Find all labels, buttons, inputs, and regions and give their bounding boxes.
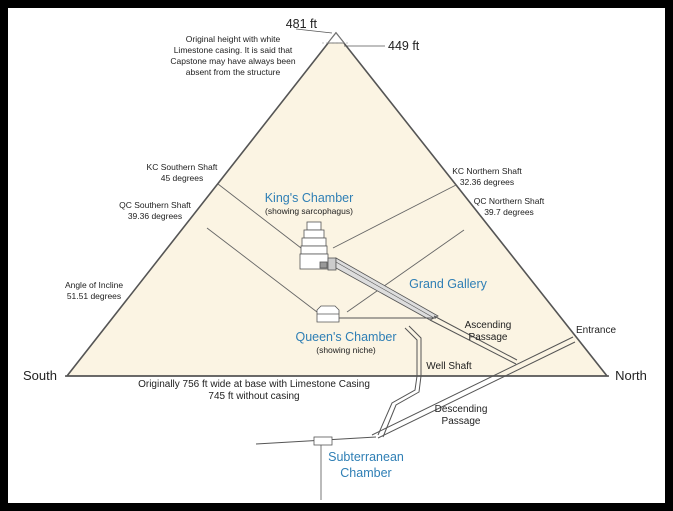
kings-chamber-title: King's Chamber xyxy=(265,191,354,205)
ascending-passage-inner xyxy=(433,315,518,361)
capstone-note-line2: Limestone casing. It is said that xyxy=(174,45,293,55)
capstone-outline xyxy=(326,32,346,44)
kc-southern-shaft-label: KC Southern Shaft xyxy=(147,162,219,172)
kings-chamber-structure xyxy=(299,221,337,271)
ascending-passage xyxy=(429,319,517,365)
qc-southern-shaft xyxy=(206,227,318,313)
kc-northern-shaft-angle: 32.36 degrees xyxy=(460,177,514,187)
descending-passage-label-2: Passage xyxy=(442,416,481,427)
queens-chamber-structure xyxy=(316,305,340,323)
direction-south: South xyxy=(23,368,57,383)
base-note-line2: 745 ft without casing xyxy=(208,391,299,402)
capstone-note-line3: Capstone may have always been xyxy=(170,56,295,66)
height-481-leader xyxy=(295,28,333,34)
ascending-passage-label-1: Ascending xyxy=(465,320,512,331)
well-shaft-inner xyxy=(382,325,422,438)
angle-incline-label: Angle of Incline xyxy=(65,280,123,290)
kc-southern-shaft-angle: 45 degrees xyxy=(161,173,204,183)
entrance-label: Entrance xyxy=(576,325,616,336)
well-shaft-label: Well Shaft xyxy=(426,361,472,372)
qc-northern-shaft xyxy=(346,229,465,313)
direction-north: North xyxy=(615,368,647,383)
kc-northern-shaft-label: KC Northern Shaft xyxy=(452,166,522,176)
descending-passage-label-1: Descending xyxy=(435,404,488,415)
diagram-frame: 481 ft 449 ft Original height with white… xyxy=(8,8,665,503)
height-current: 449 ft xyxy=(388,39,420,53)
ascending-passage-label-2: Passage xyxy=(469,332,508,343)
qc-northern-shaft-label: QC Northern Shaft xyxy=(474,196,545,206)
subterranean-title-line1: Subterranean xyxy=(328,450,404,464)
base-note-line1: Originally 756 ft wide at base with Lime… xyxy=(138,379,370,390)
qc-northern-shaft-angle: 39.7 degrees xyxy=(484,207,534,217)
queens-chamber-note: (showing niche) xyxy=(316,345,376,355)
descending-passage xyxy=(371,336,574,436)
kings-chamber-note: (showing sarcophagus) xyxy=(265,206,353,216)
kc-southern-shaft xyxy=(217,183,302,249)
queens-chamber-title: Queen's Chamber xyxy=(295,330,396,344)
grand-gallery-stripe xyxy=(335,261,435,319)
grand-gallery-label: Grand Gallery xyxy=(409,277,488,291)
well-shaft xyxy=(377,327,418,436)
capstone-note-line4: absent from the structure xyxy=(186,67,281,77)
height-original: 481 ft xyxy=(286,17,318,31)
pyramid-cross-section: 481 ft 449 ft Original height with white… xyxy=(23,17,647,500)
capstone-note-line1: Original height with white xyxy=(186,34,281,44)
qc-southern-shaft-label: QC Southern Shaft xyxy=(119,200,191,210)
descending-passage-inner xyxy=(377,341,576,439)
subterranean-title-line2: Chamber xyxy=(340,466,391,480)
subterranean-chamber-box xyxy=(313,436,333,446)
angle-incline-value: 51.51 degrees xyxy=(67,291,121,301)
kc-northern-shaft xyxy=(332,184,457,249)
qc-southern-shaft-angle: 39.36 degrees xyxy=(128,211,182,221)
